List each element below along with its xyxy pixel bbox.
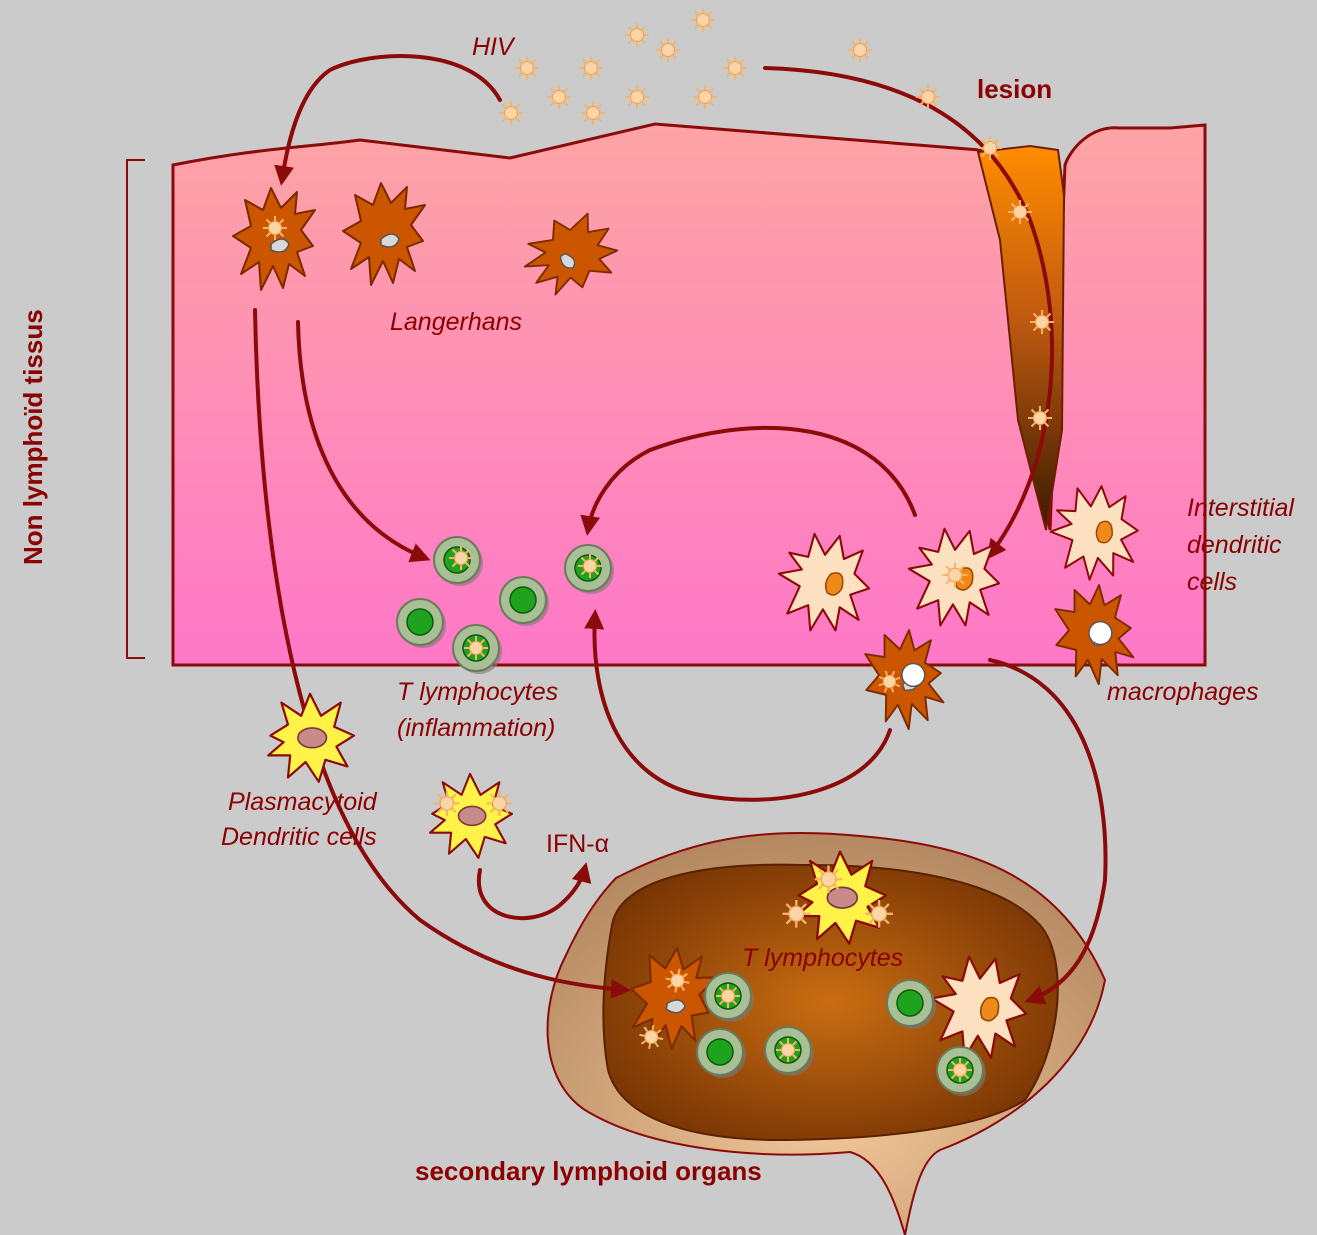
- virus-icon: [948, 1058, 972, 1082]
- plasmacytoid-label-1: Plasmacytoid: [228, 788, 378, 816]
- virus-icon: [1030, 310, 1054, 334]
- arrow-pdc-to-ifn: [479, 868, 585, 918]
- hiv-label: HIV: [472, 33, 516, 61]
- virus-icon: [263, 216, 287, 240]
- virus-icon: [815, 866, 843, 894]
- virus-icon: [693, 85, 717, 109]
- tissue-bracket: [127, 160, 145, 658]
- virus-icon: [581, 101, 605, 125]
- plasmacytoid-label-2: Dendritic cells: [221, 823, 377, 851]
- virus-icon: [776, 1038, 800, 1062]
- ifn-alpha-label: IFN-α: [546, 830, 609, 858]
- virus-icon: [434, 791, 459, 816]
- virus-icon: [716, 984, 740, 1008]
- langerhans-label: Langerhans: [390, 308, 522, 336]
- virus-icon: [547, 85, 571, 109]
- virus-icon: [499, 101, 523, 125]
- interstitial-label-2: dendritic: [1187, 531, 1282, 559]
- virus-icon: [656, 38, 680, 62]
- virus-icon: [515, 56, 539, 80]
- pdc-cell: [268, 694, 354, 782]
- virus-icon: [449, 546, 473, 570]
- macrophages-label: macrophages: [1107, 678, 1258, 706]
- virus-icon: [916, 85, 940, 109]
- virus-icon: [691, 8, 715, 32]
- organ-t-lymphocytes-label: T lymphocytes: [742, 944, 903, 972]
- virus-icon: [783, 900, 811, 928]
- virus-icon: [578, 554, 602, 578]
- t-lymphocytes-label-1: T lymphocytes: [397, 678, 558, 706]
- virus-icon: [625, 85, 649, 109]
- lesion-label: lesion: [977, 74, 1052, 104]
- virus-icon: [1028, 406, 1052, 430]
- t-lymphocytes-label-2: (inflammation): [397, 714, 555, 742]
- virus-icon: [487, 791, 512, 816]
- virus-icon: [625, 23, 649, 47]
- non-lymphoid-tissue-label: Non lymphoïd tissus: [18, 309, 48, 565]
- pdc-cell: [430, 774, 512, 858]
- virus-icon: [978, 136, 1002, 160]
- interstitial-label-3: cells: [1187, 568, 1237, 596]
- virus-icon: [723, 56, 747, 80]
- virus-icon: [865, 900, 893, 928]
- virus-icon: [848, 38, 872, 62]
- virus-icon: [942, 562, 967, 587]
- secondary-lymphoid-organs-label: secondary lymphoid organs: [415, 1156, 762, 1186]
- virus-icon: [579, 56, 603, 80]
- virus-icon: [464, 636, 488, 660]
- interstitial-label-1: Interstitial: [1187, 494, 1295, 522]
- virus-icon: [1008, 200, 1032, 224]
